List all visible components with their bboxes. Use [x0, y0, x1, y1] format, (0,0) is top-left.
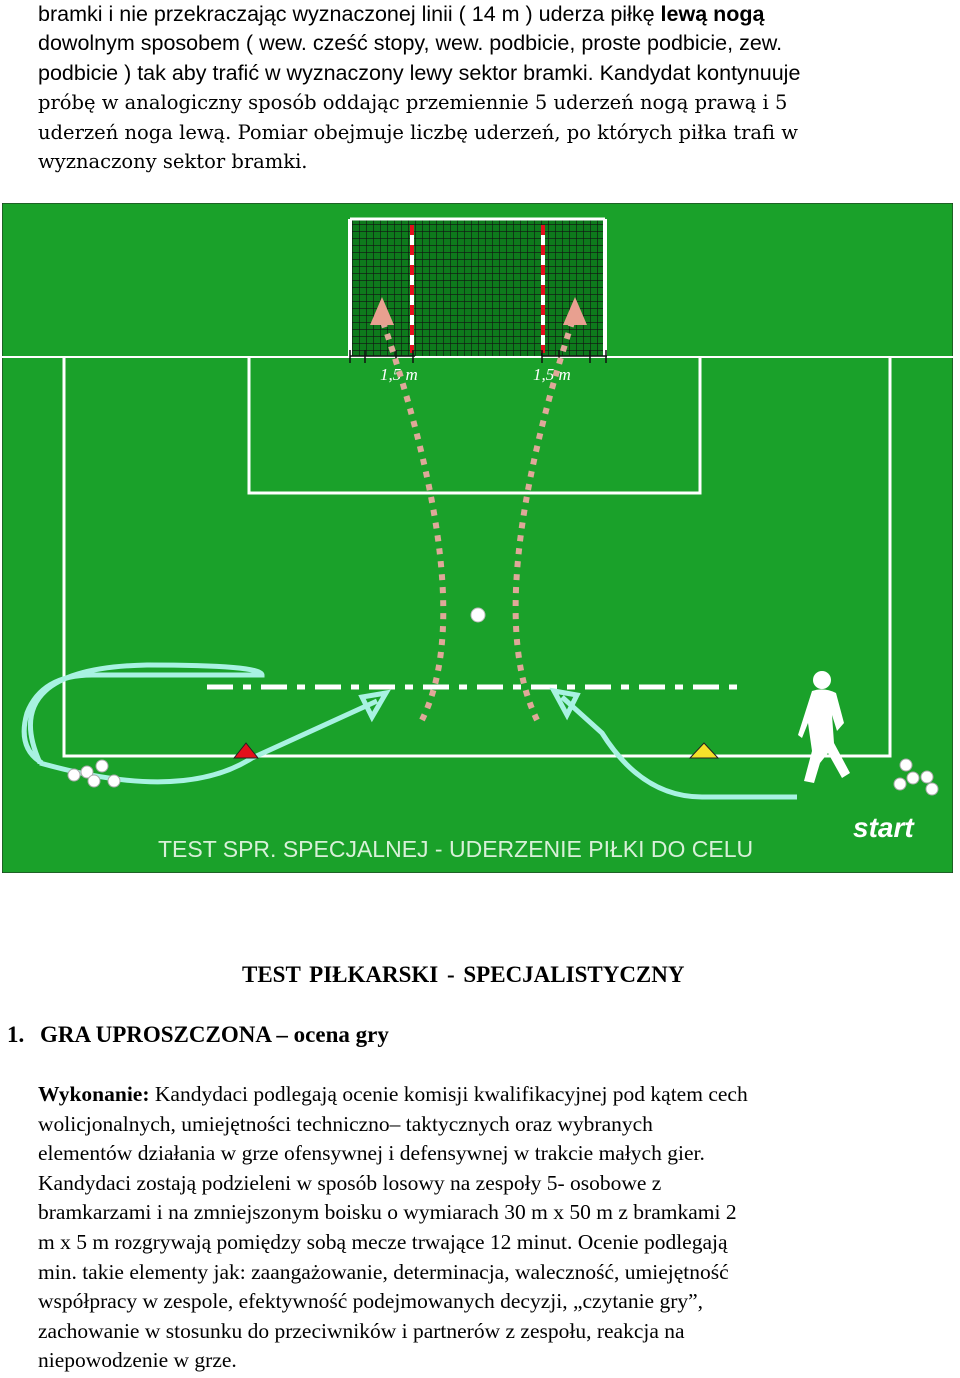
body-line: zachowanie w stosunku do przeciwników i … [38, 1318, 685, 1343]
intro-paragraph: bramki i nie przekraczając wyznaczonej l… [38, 0, 938, 176]
section-heading: 1. GRA UPROSZCZONA – ocena gry [7, 1022, 389, 1048]
intro-line: Kandydat kontynuuje [599, 60, 801, 85]
body-line: m x 5 m rozgrywają pomiędzy sobą mecze t… [38, 1229, 728, 1254]
run-arrow-right-head [549, 687, 581, 721]
body-line: współpracy w zespole, efektywność podejm… [38, 1289, 704, 1314]
intro-line: wyznaczony sektor bramki. [38, 150, 308, 174]
intro-line: dowolnym sposobem ( wew. cześć stopy, we… [38, 31, 783, 56]
body-line: wolicjonalnych, umiejętności techniczno–… [38, 1111, 653, 1136]
player-silhouette [798, 671, 850, 783]
goal-net [348, 217, 607, 357]
intro-line: bramki i nie przekraczając wyznaczonej l… [38, 2, 661, 26]
body-line: Kandydaci zostają podzieleni w sposób lo… [38, 1170, 662, 1195]
measure-label-right: 1,5 m [533, 365, 571, 384]
body-line: niepowodzenie w grze. [38, 1348, 237, 1373]
body-line: Kandydaci podlegają ocenie komisji kwali… [149, 1082, 748, 1106]
pitch-diagram: 1,5 m 1,5 m TEST SPR. SPECJALNEJ [2, 203, 953, 873]
penalty-box [62, 357, 892, 758]
goal-area-box [247, 357, 702, 495]
body-paragraph: Wykonanie: Kandydaci podlegają ocenie ko… [38, 1080, 938, 1376]
shot-arrow-right [563, 297, 587, 325]
body-line: bramkarzami i na zmniejszonym boisku o w… [38, 1200, 737, 1225]
body-line: min. takie elementy jak: zaangażowanie, … [38, 1259, 729, 1284]
shot-arrow-left [370, 297, 394, 325]
start-label: start [853, 812, 915, 843]
shot-paths [377, 312, 578, 722]
intro-line: podbicie ) tak aby trafić w wyznaczony l… [38, 60, 600, 85]
intro-line: Pomiar obejmuje liczbę uderzeń, po który… [237, 120, 798, 144]
balls-right [893, 758, 939, 796]
section-number: 1. [7, 1022, 25, 1047]
page-heading: TEST PIŁKARSKI - SPECJALISTYCZNY [242, 962, 685, 987]
intro-bold-text: lewą nogą [660, 2, 765, 26]
balls-left [67, 759, 121, 788]
body-label: Wykonanie: [38, 1082, 150, 1106]
section-title-text: GRA UPROSZCZONA – ocena gry [40, 1022, 389, 1047]
diagram-caption: TEST SPR. SPECJALNEJ - UDERZENIE PIŁKI D… [158, 836, 753, 862]
run-arrow-left-head [358, 689, 391, 723]
intro-line: uderzeń noga lewą. [38, 120, 238, 144]
cone-red [232, 742, 260, 759]
crossing-point [470, 607, 486, 623]
body-line: elementów działania w grze ofensywnej i … [38, 1141, 705, 1166]
intro-line: próbę w analogiczny sposób oddając przem… [38, 91, 788, 115]
cone-yellow [688, 742, 720, 759]
